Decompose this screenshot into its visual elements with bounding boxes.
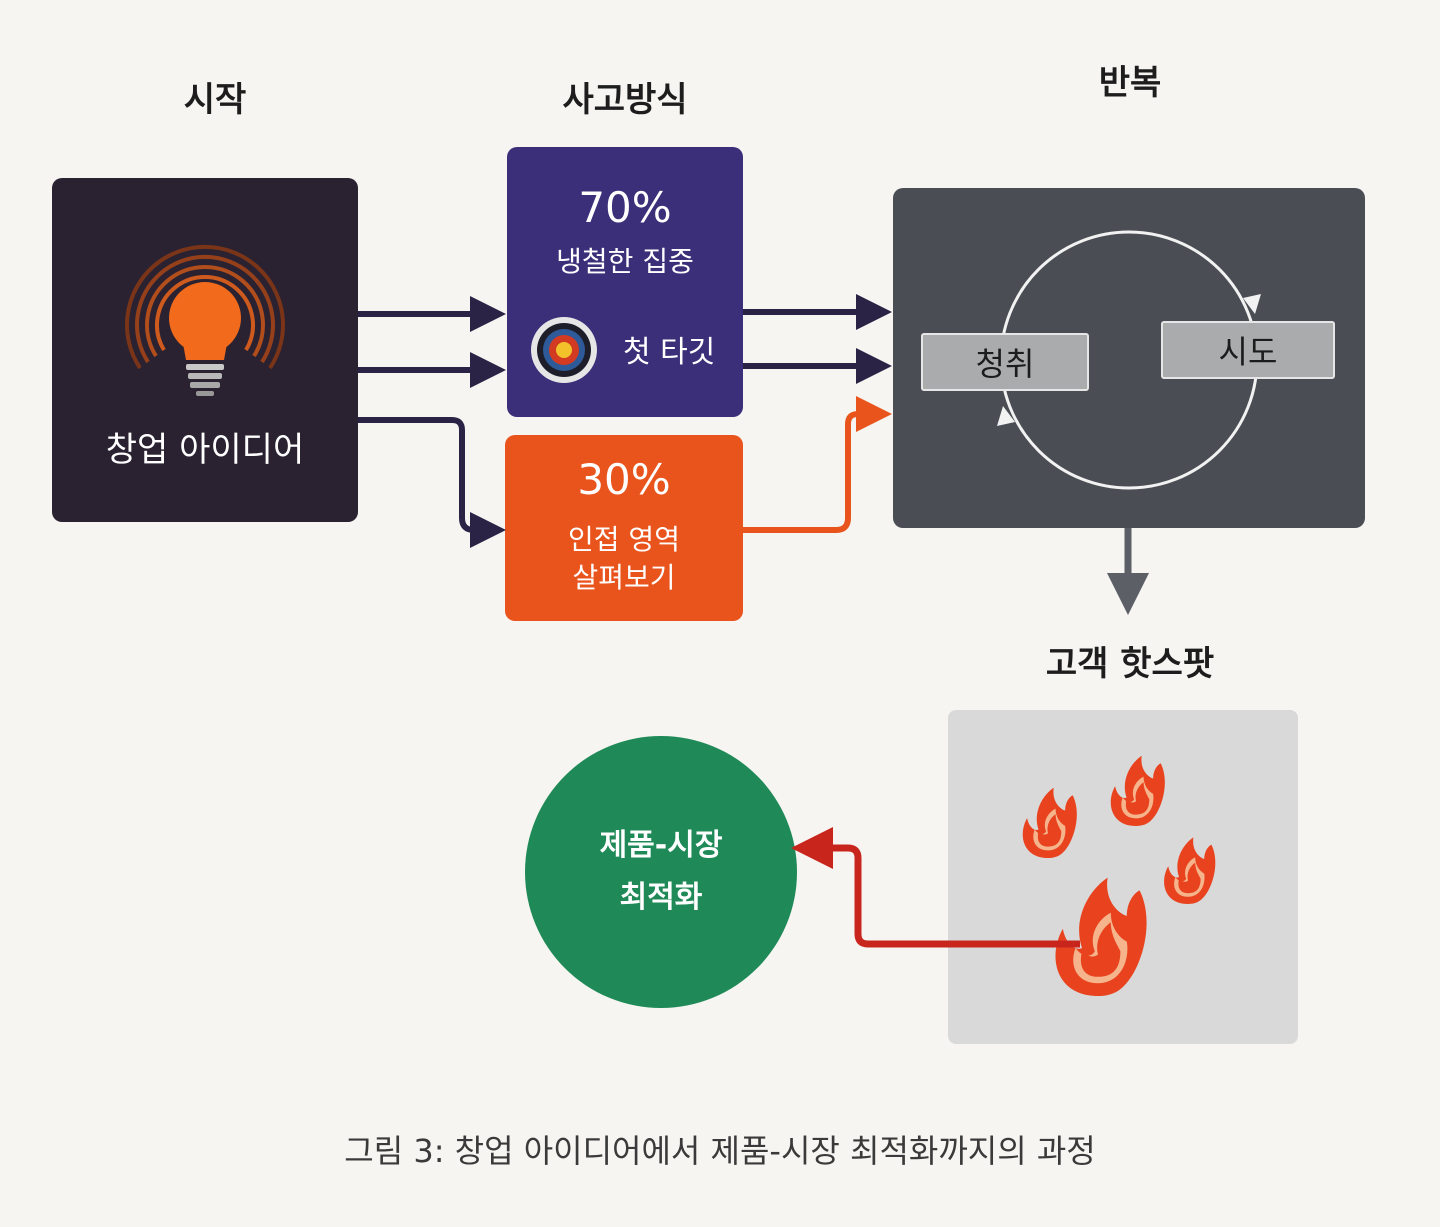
heading-mindset: 사고방식 bbox=[562, 80, 688, 120]
heading-start: 시작 bbox=[183, 80, 247, 120]
arrow-start-explore bbox=[358, 417, 506, 548]
try-tag: 시도 bbox=[1161, 321, 1335, 379]
focus-box: 70% 냉철한 집중 첫 타깃 bbox=[507, 147, 743, 417]
focus-percent: 70% bbox=[578, 183, 672, 232]
arrow-explore-iterate bbox=[743, 396, 892, 533]
explore-percent: 30% bbox=[577, 455, 671, 504]
iterate-box: 청취 시도 bbox=[893, 188, 1365, 528]
listen-tag: 청취 bbox=[921, 333, 1089, 391]
startup-idea-box: 창업 아이디어 bbox=[52, 178, 358, 522]
lightbulb-icon bbox=[125, 244, 285, 396]
explore-label-line1: 인접 영역 bbox=[568, 523, 680, 556]
explore-box: 30% 인접 영역 살펴보기 bbox=[505, 435, 743, 621]
focus-label: 냉철한 집중 bbox=[556, 245, 694, 278]
pmf-line2: 최적화 bbox=[619, 880, 703, 915]
heading-iterate: 반복 bbox=[1098, 63, 1162, 103]
arrow-hotspot-pmf bbox=[791, 827, 1080, 948]
pmf-line1: 제품-시장 bbox=[599, 828, 723, 863]
customer-hotspot-box bbox=[948, 710, 1298, 1044]
startup-idea-label: 창업 아이디어 bbox=[105, 430, 305, 470]
figure-caption: 그림 3: 창업 아이디어에서 제품-시장 최적화까지의 과정 bbox=[344, 1132, 1096, 1170]
first-target-label: 첫 타깃 bbox=[623, 335, 716, 370]
target-icon bbox=[531, 317, 597, 383]
explore-label-line2: 살펴보기 bbox=[572, 561, 676, 594]
product-market-fit-circle: 제품-시장 최적화 bbox=[525, 736, 797, 1008]
heading-hotspot: 고객 핫스팟 bbox=[1045, 644, 1215, 684]
